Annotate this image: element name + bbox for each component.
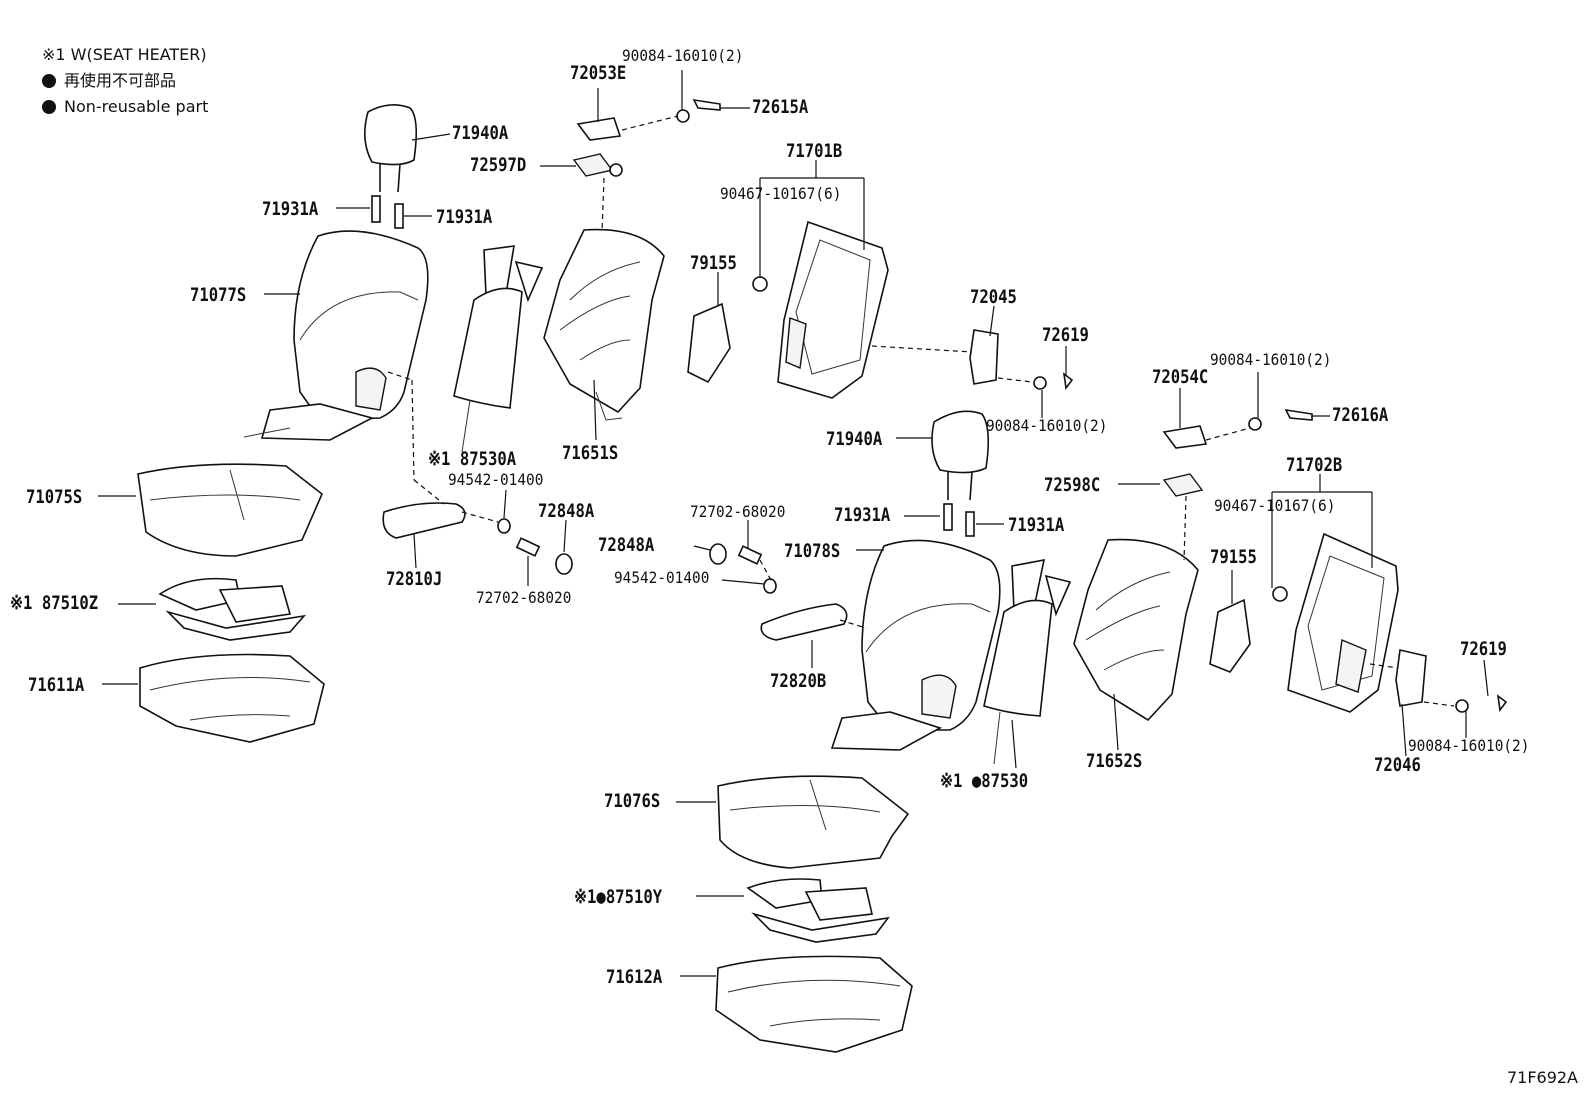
label-72702-top: 72702-68020 bbox=[690, 502, 786, 521]
label-71078S: 71078S bbox=[784, 540, 841, 562]
legend-non-reusable-en: Non-reusable part bbox=[42, 94, 208, 120]
heater-cushion-right bbox=[746, 878, 890, 943]
label-72054C: 72054C bbox=[1152, 366, 1209, 388]
legend-heater-note: ※1 W(SEAT HEATER) bbox=[42, 45, 207, 64]
hinge-72046 bbox=[1395, 649, 1508, 713]
back-board-left bbox=[752, 220, 889, 399]
heater-back-left bbox=[453, 245, 544, 453]
label-71651S: 71651S bbox=[562, 442, 619, 464]
label-72597D: 72597D bbox=[470, 154, 527, 176]
label-71701B: 71701B bbox=[786, 140, 843, 162]
label-87530: ※1 ●87530 bbox=[940, 770, 1029, 792]
label-72810J: 72810J bbox=[386, 568, 443, 590]
armrest-left bbox=[382, 502, 466, 539]
back-board-right bbox=[1272, 532, 1399, 713]
label-72848A-top: 72848A bbox=[538, 500, 595, 522]
legend-ja-text: 再使用不可部品 bbox=[64, 71, 177, 90]
label-94542-mid: 94542-01400 bbox=[614, 568, 710, 587]
non-reusable-dot-icon bbox=[42, 100, 56, 114]
bracket-79155-left bbox=[687, 302, 731, 384]
label-79155-right: 79155 bbox=[1210, 546, 1257, 568]
seatback-cover-right bbox=[830, 539, 1001, 751]
label-72598C: 72598C bbox=[1044, 474, 1101, 496]
armrest-right bbox=[760, 603, 848, 641]
assembly-lines bbox=[387, 115, 1455, 707]
label-72820B: 72820B bbox=[770, 670, 827, 692]
label-71931A-r2: 71931A bbox=[1008, 514, 1065, 536]
label-79155-left: 79155 bbox=[690, 252, 737, 274]
label-71077S: 71077S bbox=[190, 284, 247, 306]
label-90467-left: 90467-10167(6) bbox=[720, 184, 842, 203]
label-71931A-l2: 71931A bbox=[436, 206, 493, 228]
label-72619-top: 72619 bbox=[1042, 324, 1089, 346]
headrest-guides-right bbox=[943, 503, 975, 537]
label-72615A: 72615A bbox=[752, 96, 809, 118]
legend-non-reusable-ja: 再使用不可部品 bbox=[42, 68, 208, 94]
label-87510Z: ※1 87510Z bbox=[10, 592, 99, 614]
label-71075S: 71075S bbox=[26, 486, 83, 508]
seatback-frame-left bbox=[543, 228, 665, 421]
label-72619-right: 72619 bbox=[1460, 638, 1507, 660]
hinge-covers-left bbox=[572, 98, 721, 177]
label-72702-bottom: 72702-68020 bbox=[476, 588, 572, 607]
label-90084-right: 90084-16010(2) bbox=[1210, 350, 1332, 369]
label-71611A: 71611A bbox=[28, 674, 85, 696]
cushion-cover-left bbox=[137, 463, 323, 557]
label-87530A: ※1 87530A bbox=[428, 448, 517, 470]
armrest-fasteners-left bbox=[497, 518, 573, 575]
label-90084-mid: 90084-16010(2) bbox=[986, 416, 1108, 435]
headrest-right bbox=[931, 410, 990, 501]
hinge-72045 bbox=[969, 329, 1074, 391]
cushion-cover-right bbox=[717, 775, 910, 869]
headrest-guides-left bbox=[371, 195, 404, 229]
label-72046: 72046 bbox=[1374, 754, 1421, 776]
seatback-cover-left bbox=[243, 230, 429, 441]
label-94542-top: 94542-01400 bbox=[448, 470, 544, 489]
heater-cushion-left bbox=[158, 577, 307, 641]
label-72045: 72045 bbox=[970, 286, 1017, 308]
headrest-left bbox=[364, 104, 418, 193]
label-71931A-l1: 71931A bbox=[262, 198, 319, 220]
label-71076S: 71076S bbox=[604, 790, 661, 812]
label-90084-top: 90084-16010(2) bbox=[622, 46, 744, 65]
cushion-pad-left bbox=[139, 653, 325, 743]
label-71940A-right: 71940A bbox=[826, 428, 883, 450]
armrest-fasteners-right bbox=[709, 543, 777, 594]
label-71940A-left: 71940A bbox=[452, 122, 509, 144]
label-71931A-r1: 71931A bbox=[834, 504, 891, 526]
label-90084-bottom: 90084-16010(2) bbox=[1408, 736, 1530, 755]
label-90467-right: 90467-10167(6) bbox=[1214, 496, 1336, 515]
label-72053E: 72053E bbox=[570, 62, 627, 84]
diagram-code: 71F692A bbox=[1506, 1068, 1578, 1087]
non-reusable-dot-icon bbox=[42, 74, 56, 88]
legend-en-text: Non-reusable part bbox=[64, 97, 209, 116]
label-72848A-mid: 72848A bbox=[598, 534, 655, 556]
label-87510Y: ※1●87510Y bbox=[574, 886, 663, 908]
label-71612A: 71612A bbox=[606, 966, 663, 988]
cushion-pad-right bbox=[715, 955, 913, 1053]
bracket-79155-right bbox=[1209, 598, 1251, 673]
legend: ※1 W(SEAT HEATER) 再使用不可部品 Non-reusable p… bbox=[42, 42, 208, 120]
hinge-covers-right bbox=[1162, 408, 1313, 497]
heater-back-right bbox=[983, 558, 1072, 765]
label-71702B: 71702B bbox=[1286, 454, 1343, 476]
leader-lines bbox=[98, 70, 1489, 977]
label-71652S: 71652S bbox=[1086, 750, 1143, 772]
seatback-frame-right bbox=[1073, 538, 1199, 722]
label-72616A: 72616A bbox=[1332, 404, 1389, 426]
